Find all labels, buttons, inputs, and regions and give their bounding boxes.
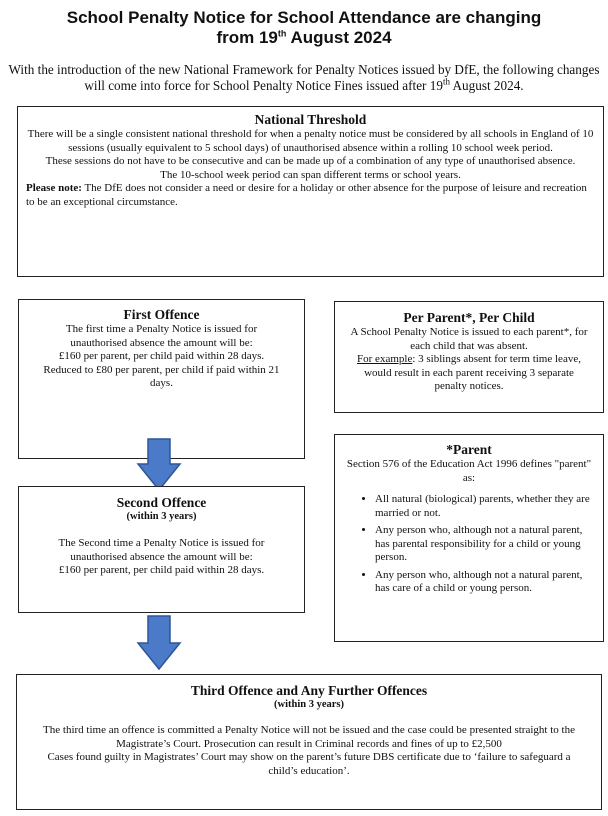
third-offence-text-1: The third time an offence is committed a…	[43, 724, 575, 750]
parent-definition-heading: *Parent	[446, 442, 492, 457]
threshold-text-3: The 10-school week period can span diffe…	[160, 168, 461, 181]
title-line-2: from 19th August 2024	[0, 28, 608, 48]
second-offence-text-1: The Second time a Penalty Notice is issu…	[58, 537, 265, 563]
note-label: Please note:	[26, 182, 82, 194]
national-threshold-heading: National Threshold	[254, 112, 367, 127]
threshold-text-1: There will be a single consistent nation…	[27, 128, 594, 154]
intro-text: With the introduction of the new Nationa…	[8, 62, 600, 93]
page-title: School Penalty Notice for School Attenda…	[0, 8, 608, 48]
national-threshold-box: National Threshold There will be a singl…	[17, 106, 604, 277]
intro-text-end: August 2024.	[449, 78, 524, 93]
first-offence-text-2: £160 per parent, per child paid within 2…	[58, 350, 265, 362]
intro-sup: th	[442, 76, 450, 87]
third-offence-subheading: (within 3 years)	[274, 699, 344, 710]
per-parent-box: Per Parent*, Per Child A School Penalty …	[334, 301, 604, 413]
title-date-prefix: from 19	[216, 28, 278, 47]
second-offence-heading: Second Offence	[116, 495, 207, 510]
threshold-note: Please note: The DfE does not consider a…	[26, 182, 595, 209]
list-item: All natural (biological) parents, whethe…	[375, 493, 593, 520]
third-offence-heading: Third Offence and Any Further Offences	[190, 683, 428, 698]
first-offence-heading: First Offence	[123, 307, 200, 322]
down-arrow-icon	[136, 438, 182, 492]
list-item: Any person who, although not a natural p…	[375, 569, 593, 596]
first-offence-box: First Offence The first time a Penalty N…	[18, 299, 305, 459]
second-offence-text-2: £160 per parent, per child paid within 2…	[58, 564, 265, 576]
second-offence-box: Second Offence (within 3 years) The Seco…	[18, 486, 305, 613]
title-date-suffix: August 2024	[286, 28, 392, 47]
third-offence-box: Third Offence and Any Further Offences (…	[16, 674, 602, 810]
example-label: For example	[357, 353, 413, 365]
parent-definition-box: *Parent Section 576 of the Education Act…	[334, 434, 604, 642]
parent-definition-intro: Section 576 of the Education Act 1996 de…	[346, 458, 592, 484]
down-arrow-icon	[136, 615, 182, 671]
intro-paragraph: With the introduction of the new Nationa…	[4, 62, 604, 94]
parent-definition-list: All natural (biological) parents, whethe…	[345, 493, 593, 596]
arrow-shape	[136, 438, 182, 492]
first-offence-text-3: Reduced to £80 per parent, per child if …	[43, 363, 280, 390]
list-item: Any person who, although not a natural p…	[375, 524, 593, 565]
second-offence-subheading: (within 3 years)	[126, 511, 197, 522]
note-text: The DfE does not consider a need or desi…	[26, 182, 587, 208]
per-parent-text: A School Penalty Notice is issued to eac…	[350, 326, 588, 352]
title-date-sup: th	[277, 28, 287, 39]
example-text: : 3 siblings absent for term time leave,…	[364, 353, 581, 392]
title-line-1: School Penalty Notice for School Attenda…	[66, 8, 542, 27]
per-parent-example: For example: 3 siblings absent for term …	[347, 353, 591, 394]
per-parent-heading: Per Parent*, Per Child	[403, 310, 535, 325]
threshold-text-2: These sessions do not have to be consecu…	[45, 155, 576, 167]
third-offence-text-2: Cases found guilty in Magistrates’ Court…	[47, 751, 571, 777]
arrow-shape	[136, 615, 182, 671]
first-offence-text-1: The first time a Penalty Notice is issue…	[65, 323, 258, 349]
